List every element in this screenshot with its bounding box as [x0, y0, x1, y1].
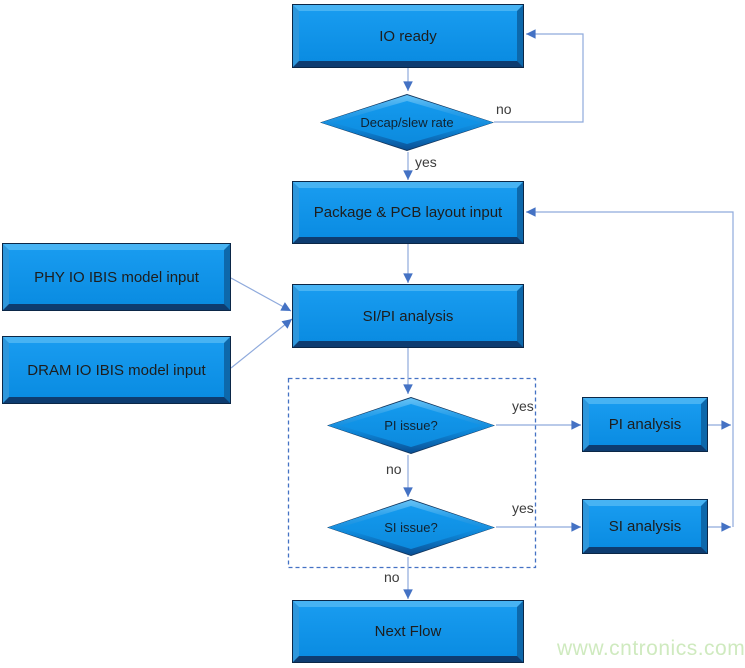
edge-label-si-no: no: [384, 569, 400, 585]
node-io-ready-label: IO ready: [379, 27, 437, 45]
node-package-pcb-layout-input: Package & PCB layout input: [292, 181, 524, 244]
edge-label-decap-yes: yes: [415, 154, 437, 170]
node-next-flow: Next Flow: [292, 600, 524, 663]
node-decap-slew-rate-label: Decap/slew rate: [360, 115, 454, 130]
node-si-issue-decision: SI issue?: [327, 499, 495, 556]
node-si-issue-label: SI issue?: [384, 520, 438, 535]
analysis-loop-dashed-region: [287, 377, 537, 569]
edge-phy-to-sipi: [230, 277, 292, 312]
node-pi-issue-decision: PI issue?: [327, 397, 495, 454]
node-phy-io-ibis-model-input: PHY IO IBIS model input: [2, 243, 231, 311]
node-phy-io-ibis-model-input-label: PHY IO IBIS model input: [34, 268, 199, 286]
edge-label-decap-no: no: [496, 101, 512, 117]
node-decap-slew-rate-decision: Decap/slew rate: [320, 94, 494, 151]
node-pi-issue-label: PI issue?: [384, 418, 438, 433]
edge-label-pi-yes: yes: [512, 398, 534, 414]
edge-feedback-to-package: [526, 207, 734, 527]
node-si-analysis-label: SI analysis: [608, 518, 682, 535]
node-sipi-analysis-label: SI/PI analysis: [362, 307, 454, 325]
edge-label-pi-no: no: [386, 461, 402, 477]
node-io-ready: IO ready: [292, 4, 524, 68]
node-dram-io-ibis-model-input-label: DRAM IO IBIS model input: [27, 361, 206, 379]
watermark: www.cntronics.com: [557, 637, 745, 660]
node-pi-analysis-label: PI analysis: [608, 416, 682, 433]
edge-label-si-yes: yes: [512, 500, 534, 516]
node-pi-analysis: PI analysis: [582, 397, 708, 452]
node-next-flow-label: Next Flow: [374, 623, 442, 640]
edge-dram-to-sipi: [230, 318, 293, 369]
node-dram-io-ibis-model-input: DRAM IO IBIS model input: [2, 336, 231, 404]
edge-decap-no-to-ioready: [494, 29, 584, 123]
node-package-pcb-layout-input-label: Package & PCB layout input: [313, 204, 503, 221]
node-si-analysis: SI analysis: [582, 499, 708, 554]
node-sipi-analysis: SI/PI analysis: [292, 284, 524, 348]
